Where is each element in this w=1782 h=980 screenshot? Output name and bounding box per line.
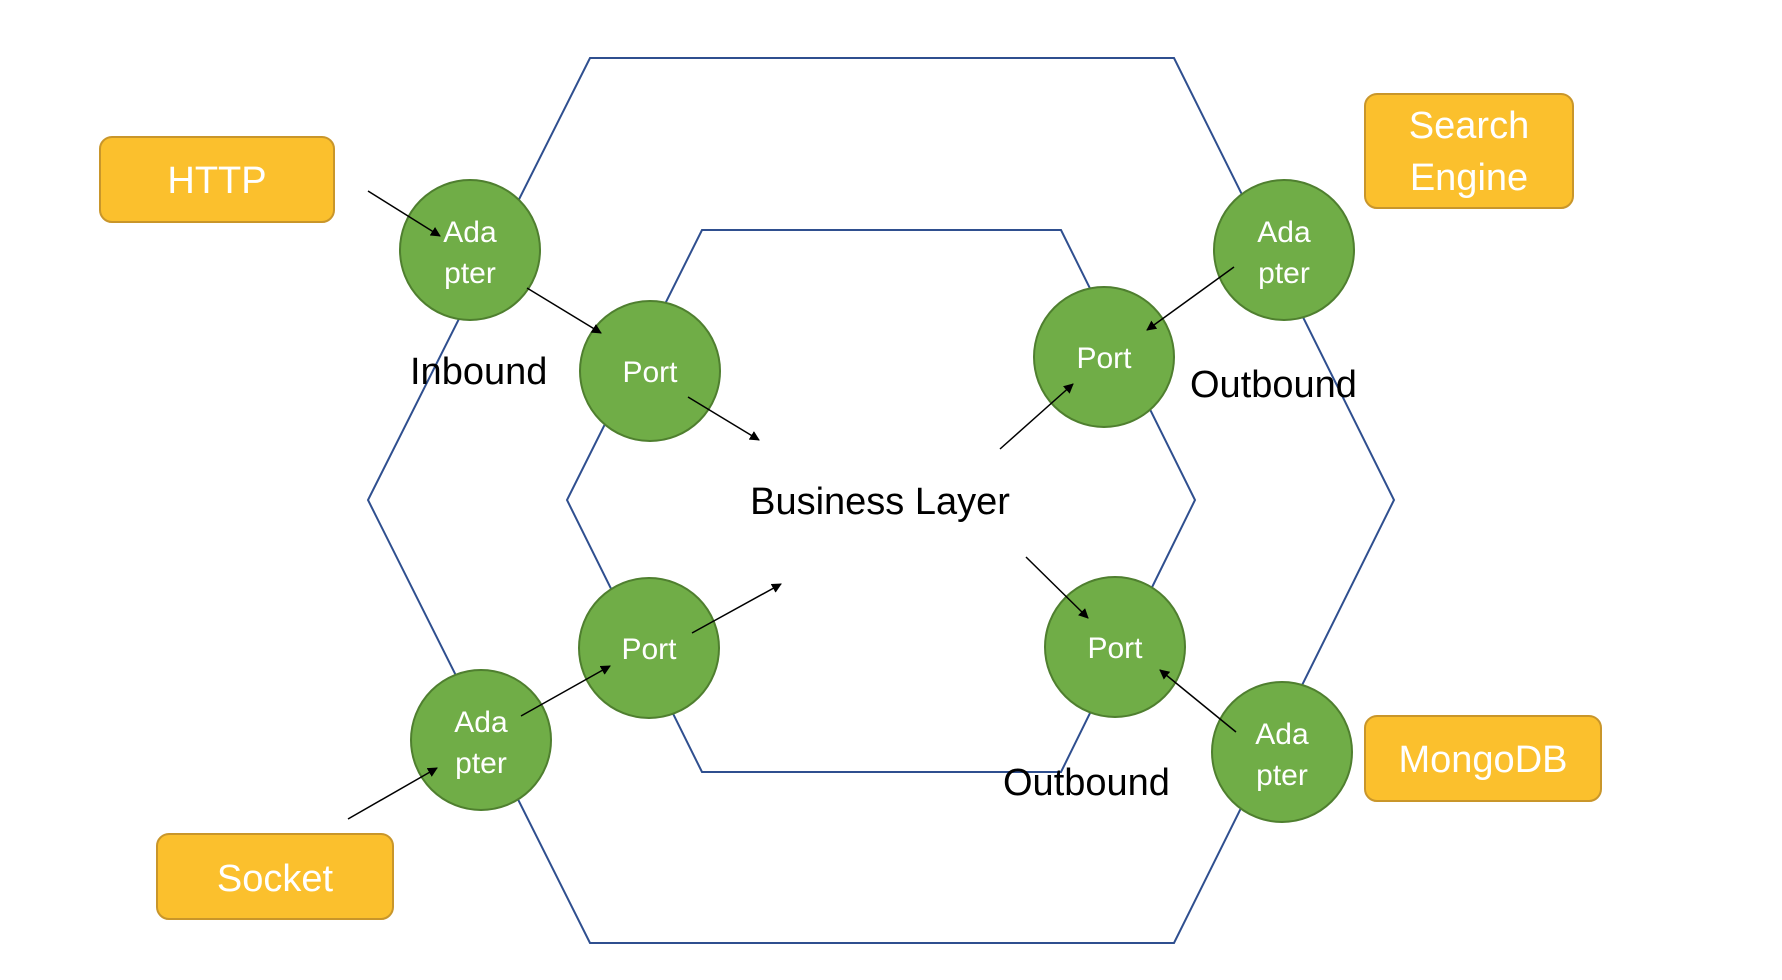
adapter-top-left: Ada pter — [399, 179, 541, 321]
adapter-top-right: Ada pter — [1213, 179, 1355, 321]
adapter-top-left-label-line2: pter — [444, 257, 496, 290]
arrow-socket-to-adapter — [347, 767, 438, 820]
http-box-shape — [99, 136, 335, 223]
search-engine-box: Search Engine — [1364, 93, 1574, 209]
adapter-top-left-label-line1: Ada — [443, 216, 497, 249]
inbound-label: Inbound — [410, 351, 547, 393]
port-top-right-label: Port — [1076, 342, 1132, 375]
arrow-adapter-to-port-bottom-left — [520, 665, 611, 717]
search-engine-label-line1: Search — [1409, 105, 1529, 147]
socket-box-shape — [156, 833, 394, 920]
port-top-left: Port — [579, 300, 721, 442]
socket-label: Socket — [217, 858, 334, 900]
adapter-bottom-right-circle — [1211, 681, 1353, 823]
port-bottom-left-circle — [578, 577, 720, 719]
arrow-business-to-port-bottom-right — [1025, 556, 1089, 619]
socket-box: Socket — [156, 833, 394, 920]
adapter-top-right-label-line1: Ada — [1257, 216, 1311, 249]
adapter-top-left-circle — [399, 179, 541, 321]
port-bottom-left: Port — [578, 577, 720, 719]
mongodb-label: MongoDB — [1399, 739, 1568, 781]
search-engine-label-line2: Engine — [1410, 157, 1528, 199]
port-top-left-circle — [579, 300, 721, 442]
inner-hexagon — [565, 229, 1197, 773]
business-layer-label: Business Layer — [750, 481, 1010, 523]
outer-hexagon — [366, 57, 1396, 944]
adapter-bottom-left-label-line2: pter — [455, 747, 507, 780]
arrow-http-to-adapter — [367, 190, 441, 237]
port-bottom-right-label: Port — [1087, 632, 1143, 665]
outbound-bottom-label: Outbound — [1003, 762, 1170, 804]
mongodb-box: MongoDB — [1364, 715, 1602, 802]
arrow-adapter-to-port-top-left — [526, 287, 602, 334]
adapter-bottom-right: Ada pter — [1211, 681, 1353, 823]
arrow-port-top-right-to-adapter — [1146, 266, 1235, 331]
adapter-bottom-left-label-line1: Ada — [454, 706, 508, 739]
port-bottom-left-label: Port — [621, 633, 677, 666]
adapter-bottom-right-label-line2: pter — [1256, 759, 1308, 792]
http-box: HTTP — [99, 136, 335, 223]
adapter-bottom-left: Ada pter — [410, 669, 552, 811]
http-label: HTTP — [167, 160, 266, 202]
port-top-right: Port — [1033, 286, 1175, 428]
port-bottom-right: Port — [1044, 576, 1186, 718]
adapter-top-right-label-line2: pter — [1258, 257, 1310, 290]
adapter-bottom-left-circle — [410, 669, 552, 811]
outbound-top-label: Outbound — [1190, 364, 1357, 406]
arrow-adapter-to-port-bottom-right — [1159, 669, 1237, 733]
search-engine-box-shape — [1364, 93, 1574, 209]
arrow-port-bottom-left-to-business — [691, 583, 782, 634]
arrow-port-top-left-to-business — [687, 396, 760, 441]
adapter-top-right-circle — [1213, 179, 1355, 321]
arrow-business-to-port-top-right — [999, 383, 1074, 450]
mongodb-box-shape — [1364, 715, 1602, 802]
adapter-bottom-right-label-line1: Ada — [1255, 718, 1309, 751]
port-top-left-label: Port — [622, 356, 678, 389]
